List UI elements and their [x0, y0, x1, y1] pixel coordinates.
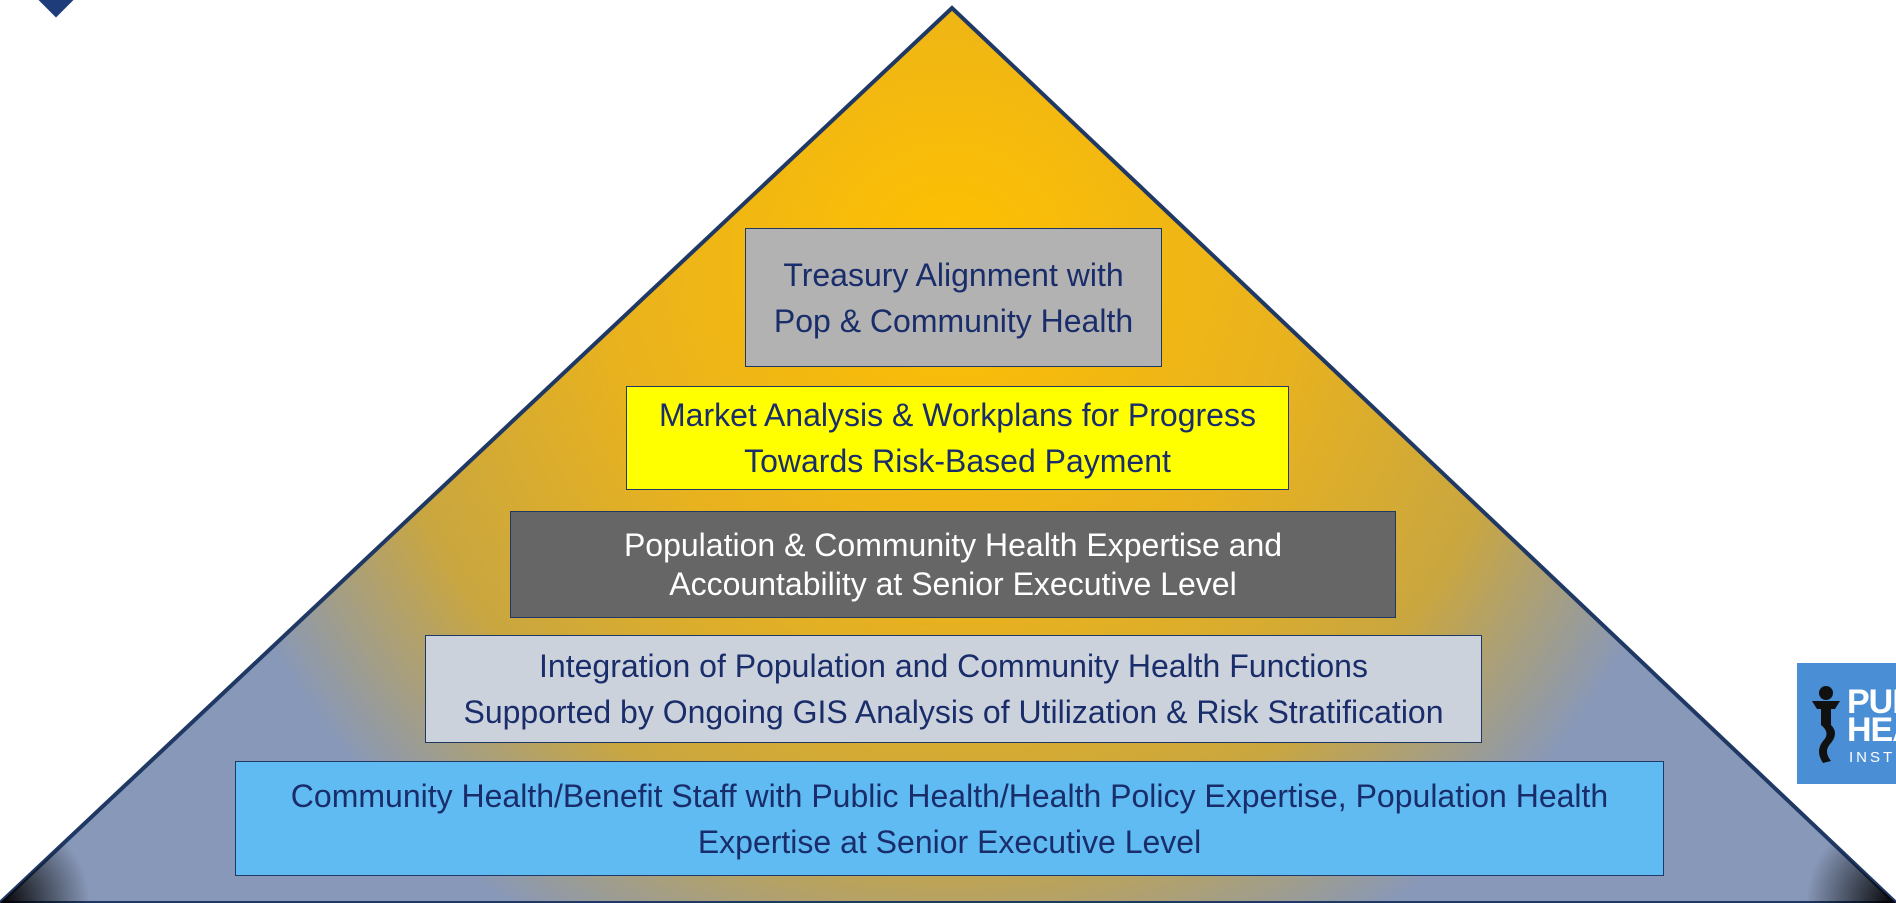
- tier-2-line1: Market Analysis & Workplans for Progress: [659, 397, 1256, 433]
- pyramid-right-shadow: [1746, 790, 1896, 903]
- tier-2-line2: Towards Risk-Based Payment: [744, 443, 1171, 479]
- tier-5-box: Community Health/Benefit Staff with Publ…: [235, 761, 1664, 876]
- tier-4-line2: Supported by Ongoing GIS Analysis of Uti…: [463, 694, 1444, 730]
- logo-text-line1: PUBLIC: [1847, 683, 1896, 721]
- public-health-institute-logo: PUBLIC HEALTH INSTITUTE: [1797, 663, 1896, 784]
- tier-3-line1: Population & Community Health Expertise …: [623, 526, 1283, 563]
- tier-3-box: Population & Community Health Expertise …: [510, 511, 1396, 618]
- tier-1-line1: Treasury Alignment with: [783, 256, 1124, 293]
- tier-5-line2: Expertise at Senior Executive Level: [697, 823, 1202, 860]
- tier-1-line2: Pop & Community Health: [773, 302, 1134, 339]
- tier-3-line2: Accountability at Senior Executive Level: [669, 565, 1237, 602]
- tier-4-line1: Integration of Population and Community …: [539, 648, 1368, 684]
- logo-text-line3: INSTITUTE: [1849, 749, 1896, 766]
- tier-4-box: Integration of Population and Community …: [425, 635, 1482, 743]
- person-figure-icon: [1812, 686, 1840, 763]
- tier-2-box: Market Analysis & Workplans for Progress…: [626, 386, 1289, 490]
- tier-1-box: Treasury Alignment with Pop & Community …: [745, 228, 1162, 367]
- pyramid-left-shadow: [0, 790, 150, 903]
- tier-5-line1: Community Health/Benefit Staff with Publ…: [290, 777, 1609, 814]
- logo-text-line2: HEALTH: [1847, 711, 1896, 749]
